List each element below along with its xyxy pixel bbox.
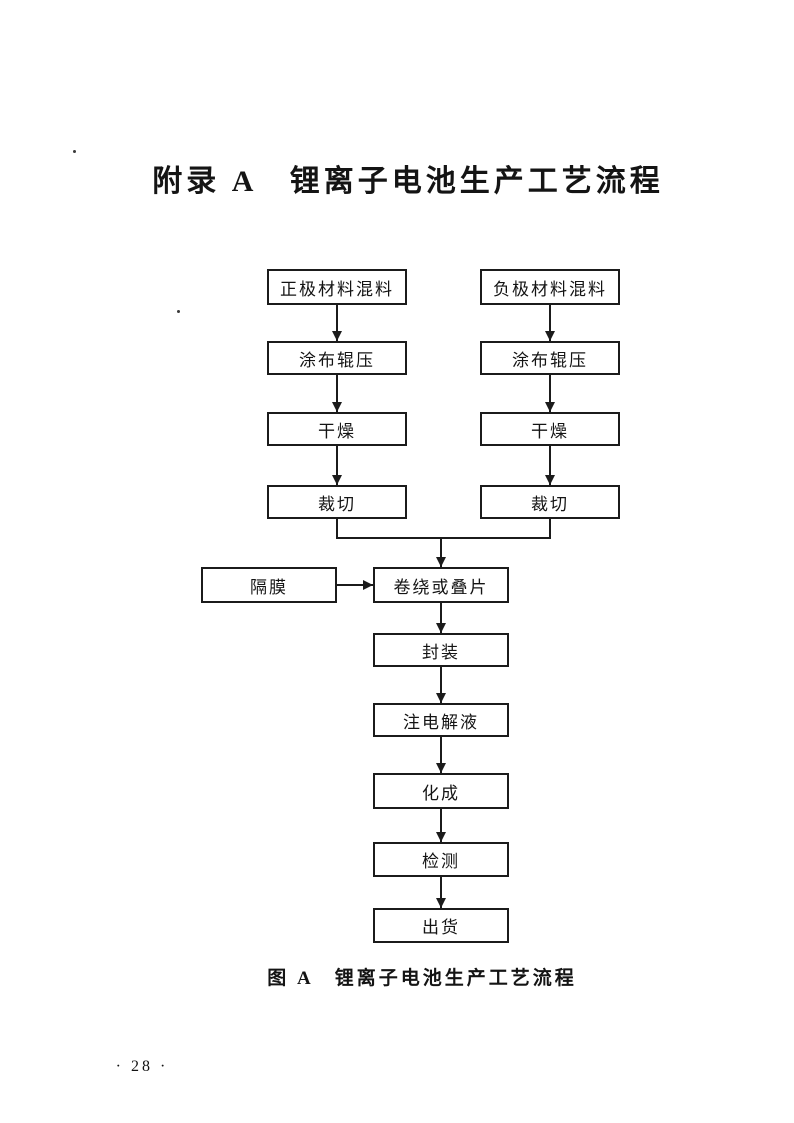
connector-arrow-down — [440, 603, 442, 633]
appendix-title: 附录 A 锂离子电池生产工艺流程 — [152, 165, 664, 198]
flow-node-negative-coating: 涂布辊压 — [480, 341, 620, 375]
connector-arrow-down — [549, 375, 551, 412]
flow-node-electrolyte-filling: 注电解液 — [373, 703, 509, 737]
flow-node-label: 负极材料混料 — [493, 279, 607, 299]
flow-node-label: 注电解液 — [403, 712, 479, 732]
connector-arrow-down — [336, 305, 338, 341]
flow-node-formation: 化成 — [373, 773, 509, 809]
flow-node-label: 出货 — [422, 918, 460, 937]
figure-caption: 图 A 锂离子电池生产工艺流程 — [267, 968, 577, 989]
connector-merge-line — [336, 537, 551, 539]
connector-arrow-right — [337, 584, 373, 586]
flow-node-label: 干燥 — [318, 421, 356, 441]
flow-node-positive-cutting: 裁切 — [267, 485, 407, 519]
flow-node-label: 检测 — [422, 852, 460, 871]
flow-node-label: 正极材料混料 — [280, 279, 394, 299]
connector-arrow-down — [440, 809, 442, 842]
flow-node-label: 卷绕或叠片 — [393, 577, 489, 597]
connector-arrow-down — [549, 446, 551, 485]
flow-node-label: 干燥 — [531, 421, 569, 441]
flow-node-separator: 隔膜 — [201, 567, 337, 603]
scan-speck — [73, 150, 76, 153]
page-number: · 28 · — [115, 1058, 169, 1075]
connector-arrow-down — [440, 537, 442, 567]
connector-line — [549, 519, 551, 539]
flow-node-shipping: 出货 — [373, 908, 509, 943]
flow-node-sealing: 封装 — [373, 633, 509, 667]
flow-node-label: 裁切 — [531, 494, 569, 514]
flow-node-positive-mixing: 正极材料混料 — [267, 269, 407, 305]
flow-node-label: 涂布辊压 — [512, 350, 588, 370]
flow-node-label: 裁切 — [318, 494, 356, 514]
flow-node-negative-mixing: 负极材料混料 — [480, 269, 620, 305]
flow-node-positive-coating: 涂布辊压 — [267, 341, 407, 375]
flow-node-negative-cutting: 裁切 — [480, 485, 620, 519]
scan-speck — [177, 310, 180, 313]
flow-node-negative-drying: 干燥 — [480, 412, 620, 446]
flow-node-positive-drying: 干燥 — [267, 412, 407, 446]
flow-node-label: 涂布辊压 — [299, 350, 375, 370]
flow-node-winding-stacking: 卷绕或叠片 — [373, 567, 509, 603]
connector-arrow-down — [440, 737, 442, 773]
connector-arrow-down — [440, 667, 442, 703]
flow-node-testing: 检测 — [373, 842, 509, 877]
connector-line — [336, 519, 338, 539]
connector-arrow-down — [549, 305, 551, 341]
flow-node-label: 化成 — [422, 783, 460, 803]
connector-arrow-down — [440, 877, 442, 908]
flow-node-label: 隔膜 — [250, 577, 288, 597]
connector-arrow-down — [336, 446, 338, 485]
connector-arrow-down — [336, 375, 338, 412]
flow-node-label: 封装 — [422, 642, 460, 662]
